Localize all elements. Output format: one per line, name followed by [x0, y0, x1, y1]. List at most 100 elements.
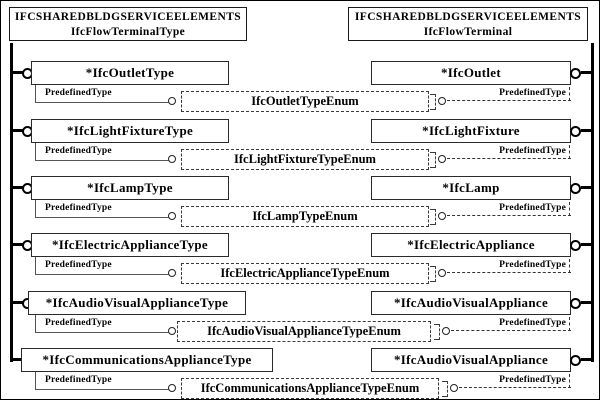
dashed-connector-corner — [569, 317, 570, 331]
diagram-row: *IfcLampType PredefinedType IfcLampTypeE… — [1, 176, 599, 234]
attribute-label-right: PredefinedType — [499, 375, 566, 385]
enum-label: IfcElectricApplianceTypeEnum — [220, 266, 390, 280]
circle-connector-icon — [570, 298, 581, 309]
diagram-row: *IfcAudioVisualApplianceType PredefinedT… — [1, 291, 599, 349]
bus-stub-right — [581, 358, 593, 361]
entity-label: *IfcLampType — [87, 180, 173, 195]
bus-stub-right — [581, 71, 593, 74]
supertype-name: IfcFlowTerminalType — [70, 26, 186, 38]
entity-box-left: *IfcLampType — [31, 176, 229, 200]
dashed-connector — [447, 272, 571, 273]
entity-label: *IfcElectricApplianceType — [51, 237, 208, 252]
diagram-row: *IfcCommunicationsApplianceType Predefin… — [1, 348, 599, 399]
diagram-row: *IfcLightFixtureType PredefinedType IfcL… — [1, 119, 599, 177]
circle-connector-icon — [168, 384, 176, 392]
attribute-label-right: PredefinedType — [499, 318, 566, 328]
circle-connector-icon — [438, 269, 446, 277]
circle-connector-icon — [168, 212, 176, 220]
entity-label: *IfcAudioVisualAppliance — [393, 352, 549, 367]
entity-label: *IfcOutlet — [440, 65, 502, 80]
entity-label: *IfcAudioVisualApplianceType — [45, 295, 229, 310]
attribute-label-right: PredefinedType — [499, 203, 566, 213]
enum-connector-bracket-icon — [430, 209, 436, 225]
entity-box-right: *IfcAudioVisualAppliance — [371, 348, 571, 372]
enum-connector-bracket-icon — [434, 324, 440, 340]
circle-connector-icon — [570, 240, 581, 251]
circle-connector-icon — [168, 97, 176, 105]
bus-stub-left — [10, 358, 24, 361]
circle-connector-icon — [168, 155, 176, 163]
enum-connector-bracket-icon — [442, 381, 448, 397]
attribute-label-right: PredefinedType — [499, 88, 566, 98]
attribute-label-right: PredefinedType — [499, 146, 566, 156]
diagram-row: *IfcElectricApplianceType PredefinedType… — [1, 233, 599, 291]
enum-connector-bracket-icon — [430, 152, 436, 168]
circle-connector-icon — [438, 212, 446, 220]
attribute-compartment — [35, 315, 173, 333]
enum-box: IfcElectricApplianceTypeEnum — [181, 263, 429, 284]
bus-stub-right — [581, 301, 593, 304]
entity-box-right: *IfcLamp — [371, 176, 571, 200]
enum-box: IfcLightFixtureTypeEnum — [181, 149, 429, 170]
entity-label: *IfcElectricAppliance — [407, 237, 535, 252]
circle-connector-icon — [570, 183, 581, 194]
circle-connector-icon — [450, 384, 458, 392]
enum-label: IfcLightFixtureTypeEnum — [234, 152, 376, 166]
attribute-compartment — [35, 372, 173, 390]
circle-connector-icon — [570, 126, 581, 137]
enum-connector-bracket-icon — [430, 266, 436, 282]
entity-box-right: *IfcElectricAppliance — [371, 233, 571, 257]
attribute-compartment — [35, 143, 173, 161]
entity-label: *IfcOutletType — [85, 65, 175, 80]
bus-stub-left — [10, 243, 24, 246]
dashed-connector — [451, 330, 571, 331]
attribute-compartment — [35, 200, 173, 218]
entity-label: *IfcLightFixture — [422, 123, 520, 138]
circle-connector-icon — [442, 327, 450, 335]
bus-stub-left — [10, 129, 24, 132]
dashed-connector — [447, 100, 571, 101]
schema-header-left: IFCSHAREDBLDGSERVICEELEMENTS IfcFlowTerm… — [9, 7, 247, 41]
dashed-connector-corner — [569, 259, 570, 273]
attribute-label-left: PredefinedType — [45, 203, 112, 213]
bus-stub-right — [581, 129, 593, 132]
bus-stub-right — [581, 186, 593, 189]
entity-box-right: *IfcAudioVisualAppliance — [371, 291, 571, 315]
dashed-connector — [447, 215, 571, 216]
attribute-compartment — [35, 85, 173, 103]
enum-label: IfcAudioVisualApplianceTypeEnum — [207, 324, 401, 338]
bus-stub-left — [10, 301, 24, 304]
entity-box-right: *IfcOutlet — [371, 61, 571, 85]
circle-connector-icon — [168, 327, 176, 335]
circle-connector-icon — [570, 68, 581, 79]
entity-box-left: *IfcElectricApplianceType — [31, 233, 229, 257]
enum-box: IfcAudioVisualApplianceTypeEnum — [177, 321, 431, 342]
entity-label: *IfcLightFixtureType — [66, 123, 194, 138]
dashed-connector — [459, 387, 571, 388]
bus-stub-left — [10, 186, 24, 189]
entity-box-left: *IfcAudioVisualApplianceType — [28, 291, 246, 315]
dashed-connector-corner — [569, 87, 570, 101]
entity-box-left: *IfcLightFixtureType — [31, 119, 229, 143]
bus-stub-left — [10, 71, 24, 74]
dashed-connector — [447, 158, 571, 159]
circle-connector-icon — [570, 355, 581, 366]
attribute-compartment — [35, 257, 173, 275]
attribute-label-left: PredefinedType — [45, 375, 112, 385]
inheritance-bus-left — [10, 43, 13, 362]
circle-connector-icon — [438, 97, 446, 105]
entity-label: *IfcLamp — [442, 180, 500, 195]
enum-label: IfcCommunicationsApplianceTypeEnum — [200, 381, 420, 395]
entity-label: *IfcAudioVisualAppliance — [393, 295, 549, 310]
supertype-name: IfcFlowTerminal — [423, 26, 513, 38]
attribute-label-right: PredefinedType — [499, 260, 566, 270]
dashed-connector-corner — [569, 202, 570, 216]
schema-name: IFCSHAREDBLDGSERVICEELEMENTS — [14, 11, 242, 23]
dashed-connector-corner — [569, 374, 570, 388]
entity-box-left: *IfcOutletType — [31, 61, 229, 85]
enum-label: IfcLampTypeEnum — [252, 209, 358, 223]
enum-connector-bracket-icon — [430, 94, 436, 110]
schema-name: IFCSHAREDBLDGSERVICEELEMENTS — [354, 11, 582, 23]
circle-connector-icon — [168, 269, 176, 277]
